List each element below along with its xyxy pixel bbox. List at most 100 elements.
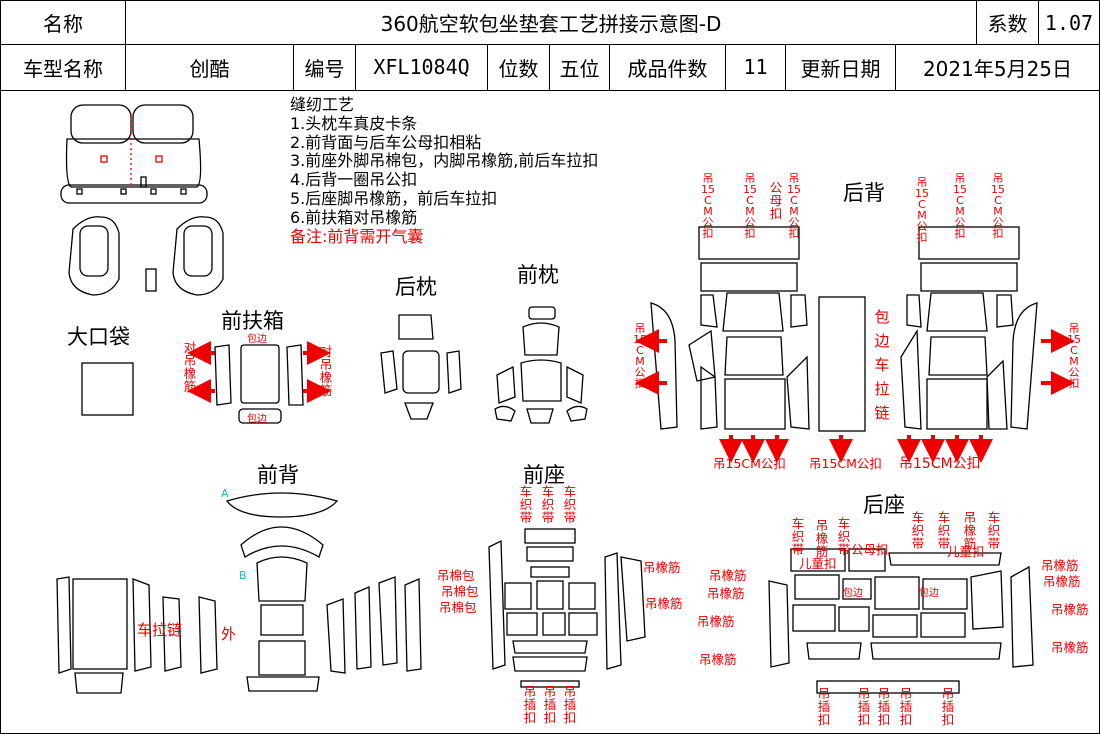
note-hang-elastic: 吊橡筋: [643, 560, 681, 575]
note-hang-insert: 吊插扣: [543, 684, 557, 725]
rear-headrest-pieces: [380, 314, 462, 420]
note-hang-cotton: 吊棉包: [439, 600, 477, 615]
note-hang-elastic: 吊橡筋: [1043, 574, 1081, 589]
seat-preview-icon: [60, 104, 224, 296]
note-pair-elastic: 对吊橡筋: [319, 344, 333, 398]
note-hang-insert: 吊插扣: [523, 684, 537, 725]
note-hang-15cm-male: 吊15CM公扣: [787, 172, 801, 240]
note-hang-cotton: 吊棉包: [437, 568, 475, 583]
note-hang-elastic: 吊橡筋: [699, 652, 737, 667]
note-weave-strip: 车织带: [519, 484, 533, 525]
note-hang-elastic: 吊橡筋: [707, 586, 745, 601]
note-hang-elastic: 吊橡筋: [1051, 640, 1089, 655]
note-hang-15cm-male: 吊15CM公扣: [701, 172, 715, 240]
note-hang-elastic: 吊橡筋: [1041, 558, 1079, 573]
note-outer: 外: [221, 625, 237, 643]
note-hang-15cm-male: 吊15CM公扣: [713, 456, 786, 471]
note-wrap-edge: 包边: [919, 588, 939, 599]
note-weave-strip: 车织带: [937, 510, 951, 551]
date-label: 更新日期: [786, 44, 896, 90]
notes-remark: 备注:前背需开气囊: [290, 226, 424, 246]
section-rear-back: 后背: [843, 181, 885, 205]
note-hang-insert: 吊插扣: [941, 686, 955, 727]
note-wrap-edge: 包边: [247, 334, 267, 345]
note-hang-15cm-male: 吊15CM公扣: [899, 456, 981, 472]
note-weave-strip: 车织带: [987, 510, 1001, 551]
note-pull-chain: 车拉链: [137, 621, 183, 639]
note-child-button: 儿童扣: [947, 544, 985, 559]
front-back-pieces: [56, 492, 422, 694]
note-hang-insert: 吊插扣: [857, 686, 871, 727]
note-item: 6.前扶箱对吊橡筋: [290, 207, 418, 227]
note-hang-15cm-male: 吊15CM公扣: [743, 172, 757, 240]
coef-value: 1.07: [1044, 10, 1094, 35]
note-item: 3.前座外脚吊棉包，内脚吊橡筋,前后车拉扣: [290, 151, 599, 171]
rear-seat-pieces: [768, 548, 1034, 694]
front-seat-pieces: [488, 528, 646, 688]
note-hang-cotton: 吊棉包: [441, 584, 479, 599]
note-hang-15cm-male: 吊15CM公扣: [633, 322, 647, 390]
seats-value: 五位: [550, 44, 610, 90]
seats-label: 位数: [488, 44, 550, 90]
note-hang-elastic: 吊橡筋: [709, 568, 747, 583]
note-hang-insert: 吊插扣: [877, 686, 891, 727]
coef-label: 系数: [977, 1, 1039, 44]
note-hang-insert: 吊插扣: [899, 686, 913, 727]
note-item: 5.后座脚吊橡筋，前后车拉扣: [290, 188, 498, 208]
model-label: 车型名称: [1, 44, 126, 90]
section-big-pocket: 大口袋: [67, 325, 130, 349]
note-weave-strip: 车织带: [563, 484, 577, 525]
note-hang-elastic: 吊橡筋: [1051, 602, 1089, 617]
note-male-female: 公母扣: [851, 542, 889, 557]
note-child-button: 儿童扣: [799, 556, 837, 571]
note-hang-15cm-male: 吊15CM公扣: [953, 172, 967, 240]
section-rear-headrest: 后枕: [395, 275, 437, 299]
code-value: XFL1084Q: [356, 44, 488, 90]
note-weave-strip: 车织带: [837, 516, 851, 557]
note-wrap-edge: 包边: [247, 414, 267, 425]
section-front-armrest: 前扶箱: [221, 309, 284, 333]
note-weave-strip: 车织带: [791, 516, 805, 557]
note-item: 4.后背一圈吊公扣: [290, 170, 418, 190]
note-weave-strip: 车织带: [911, 510, 925, 551]
note-hang-15cm-male: 吊15CM公扣: [991, 172, 1005, 240]
name-label: 名称: [1, 1, 126, 44]
rear-back-left-pieces: [650, 226, 866, 432]
note-pair-elastic: 对吊橡筋: [183, 340, 197, 394]
header-row-1: 名称 360航空软包坐垫套工艺拼接示意图-D 系数 1.07: [1, 1, 1099, 45]
note-hang-15cm-male: 吊15CM公扣: [809, 456, 882, 471]
cyan-marker-b: B: [239, 569, 247, 582]
note-wrap-edge: 包边: [843, 588, 863, 599]
notes-heading: 缝纫工艺: [290, 95, 355, 114]
front-armrest-pieces: [214, 344, 304, 424]
note-hang-elastic: 吊橡筋: [645, 596, 683, 611]
note-hang-15cm-male: 吊15CM公扣: [1067, 322, 1081, 390]
arrow-group: [187, 329, 1075, 463]
note-hang-15cm-male: 吊15CM公扣: [915, 176, 929, 244]
note-item: 2.前背面与后车公母扣相粘: [290, 132, 482, 152]
note-hang-insert: 吊插扣: [817, 686, 831, 727]
code-label: 编号: [294, 44, 356, 90]
front-headrest-pieces: [494, 306, 588, 424]
note-hang-elastic: 吊橡筋: [697, 614, 735, 629]
note-item: 1.头枕车真皮卡条: [290, 113, 418, 133]
note-hang-insert: 吊插扣: [563, 684, 577, 725]
rear-back-right-pieces: [900, 226, 1038, 430]
section-front-headrest: 前枕: [517, 263, 559, 287]
date-value: 2021年5月25日: [922, 56, 1073, 81]
pieces-value: 11: [726, 44, 786, 90]
section-rear-seat: 后座: [863, 493, 905, 517]
section-front-back: 前背: [257, 463, 299, 487]
model-value: 创酷: [126, 44, 294, 90]
header-row-2: 车型名称 创酷 编号 XFL1084Q 位数 五位 成品件数 11 更新日期 2…: [1, 44, 1099, 91]
sewing-notes: 缝纫工艺 1.头枕车真皮卡条 2.前背面与后车公母扣相粘 3.前座外脚吊棉包，内…: [290, 95, 599, 246]
note-weave-strip: 车织带: [541, 484, 555, 525]
note-hang-elastic: 吊橡筋: [815, 518, 829, 559]
note-male-female: 公母扣: [769, 180, 783, 221]
note-hang-elastic: 吊橡筋: [963, 510, 977, 551]
section-front-seat: 前座: [523, 463, 565, 487]
note-wrap-zip: 包边车拉链: [874, 308, 890, 422]
big-pocket-piece: [81, 362, 134, 416]
